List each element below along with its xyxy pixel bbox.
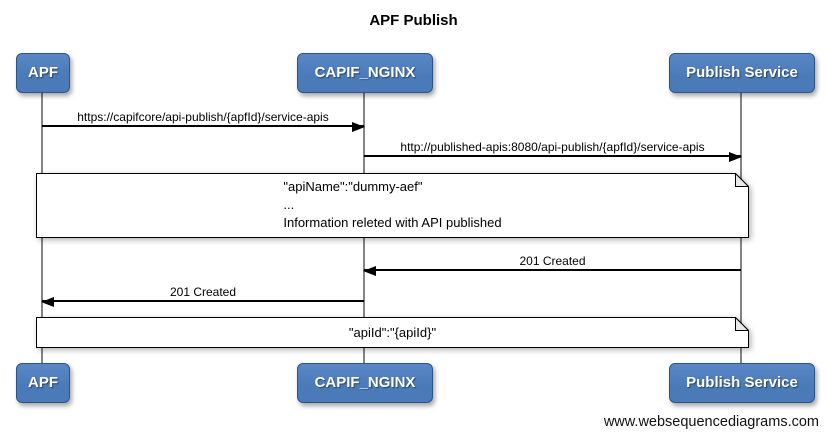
arrowhead-right-icon: [729, 152, 742, 162]
message-label: 201 Created: [169, 285, 237, 299]
message-line: [42, 122, 365, 132]
message-line: [41, 297, 364, 307]
message-created-response-forward: 201 Created: [41, 285, 364, 307]
actor-publish-service-bottom: Publish Service: [669, 363, 815, 403]
message-label: http://published-apis:8080/api-publish/{…: [400, 140, 705, 154]
note-background: [36, 173, 749, 238]
arrowhead-left-icon: [363, 266, 376, 276]
message-line: [364, 152, 742, 162]
message-publish-request: https://capifcore/api-publish/{apfId}/se…: [42, 110, 365, 132]
note-api-info: "apiName":"dummy-aef" ... Information re…: [36, 173, 749, 238]
note-line: Information releted with API published: [283, 215, 502, 230]
diagram-title: APF Publish: [369, 12, 458, 29]
message-line: [363, 266, 741, 276]
note-api-id: "apiId":"{apiId}": [36, 317, 749, 348]
arrowhead-right-icon: [352, 122, 365, 132]
note-line: "apiName":"dummy-aef": [283, 179, 423, 194]
actor-capif-nginx-top: CAPIF_NGINX: [297, 53, 433, 93]
note-line: "apiId":"{apiId}": [348, 325, 437, 340]
note-text: "apiId":"{apiId}": [36, 317, 749, 348]
note-background: [36, 317, 749, 348]
actor-apf-top: APF: [16, 53, 70, 93]
actor-apf-bottom: APF: [16, 363, 70, 403]
note-line: ...: [283, 197, 295, 212]
message-created-response: 201 Created: [363, 254, 741, 276]
message-label: 201 Created: [519, 254, 586, 268]
message-forward-request: http://published-apis:8080/api-publish/{…: [364, 140, 742, 162]
note-text: "apiName":"dummy-aef" ... Information re…: [36, 173, 749, 238]
actor-capif-nginx-bottom: CAPIF_NGINX: [297, 363, 433, 403]
actor-publish-service-top: Publish Service: [669, 53, 815, 93]
watermark: www.websequencediagrams.com: [603, 414, 819, 430]
message-label: https://capifcore/api-publish/{apfId}/se…: [77, 110, 329, 124]
arrowhead-left-icon: [41, 297, 54, 307]
